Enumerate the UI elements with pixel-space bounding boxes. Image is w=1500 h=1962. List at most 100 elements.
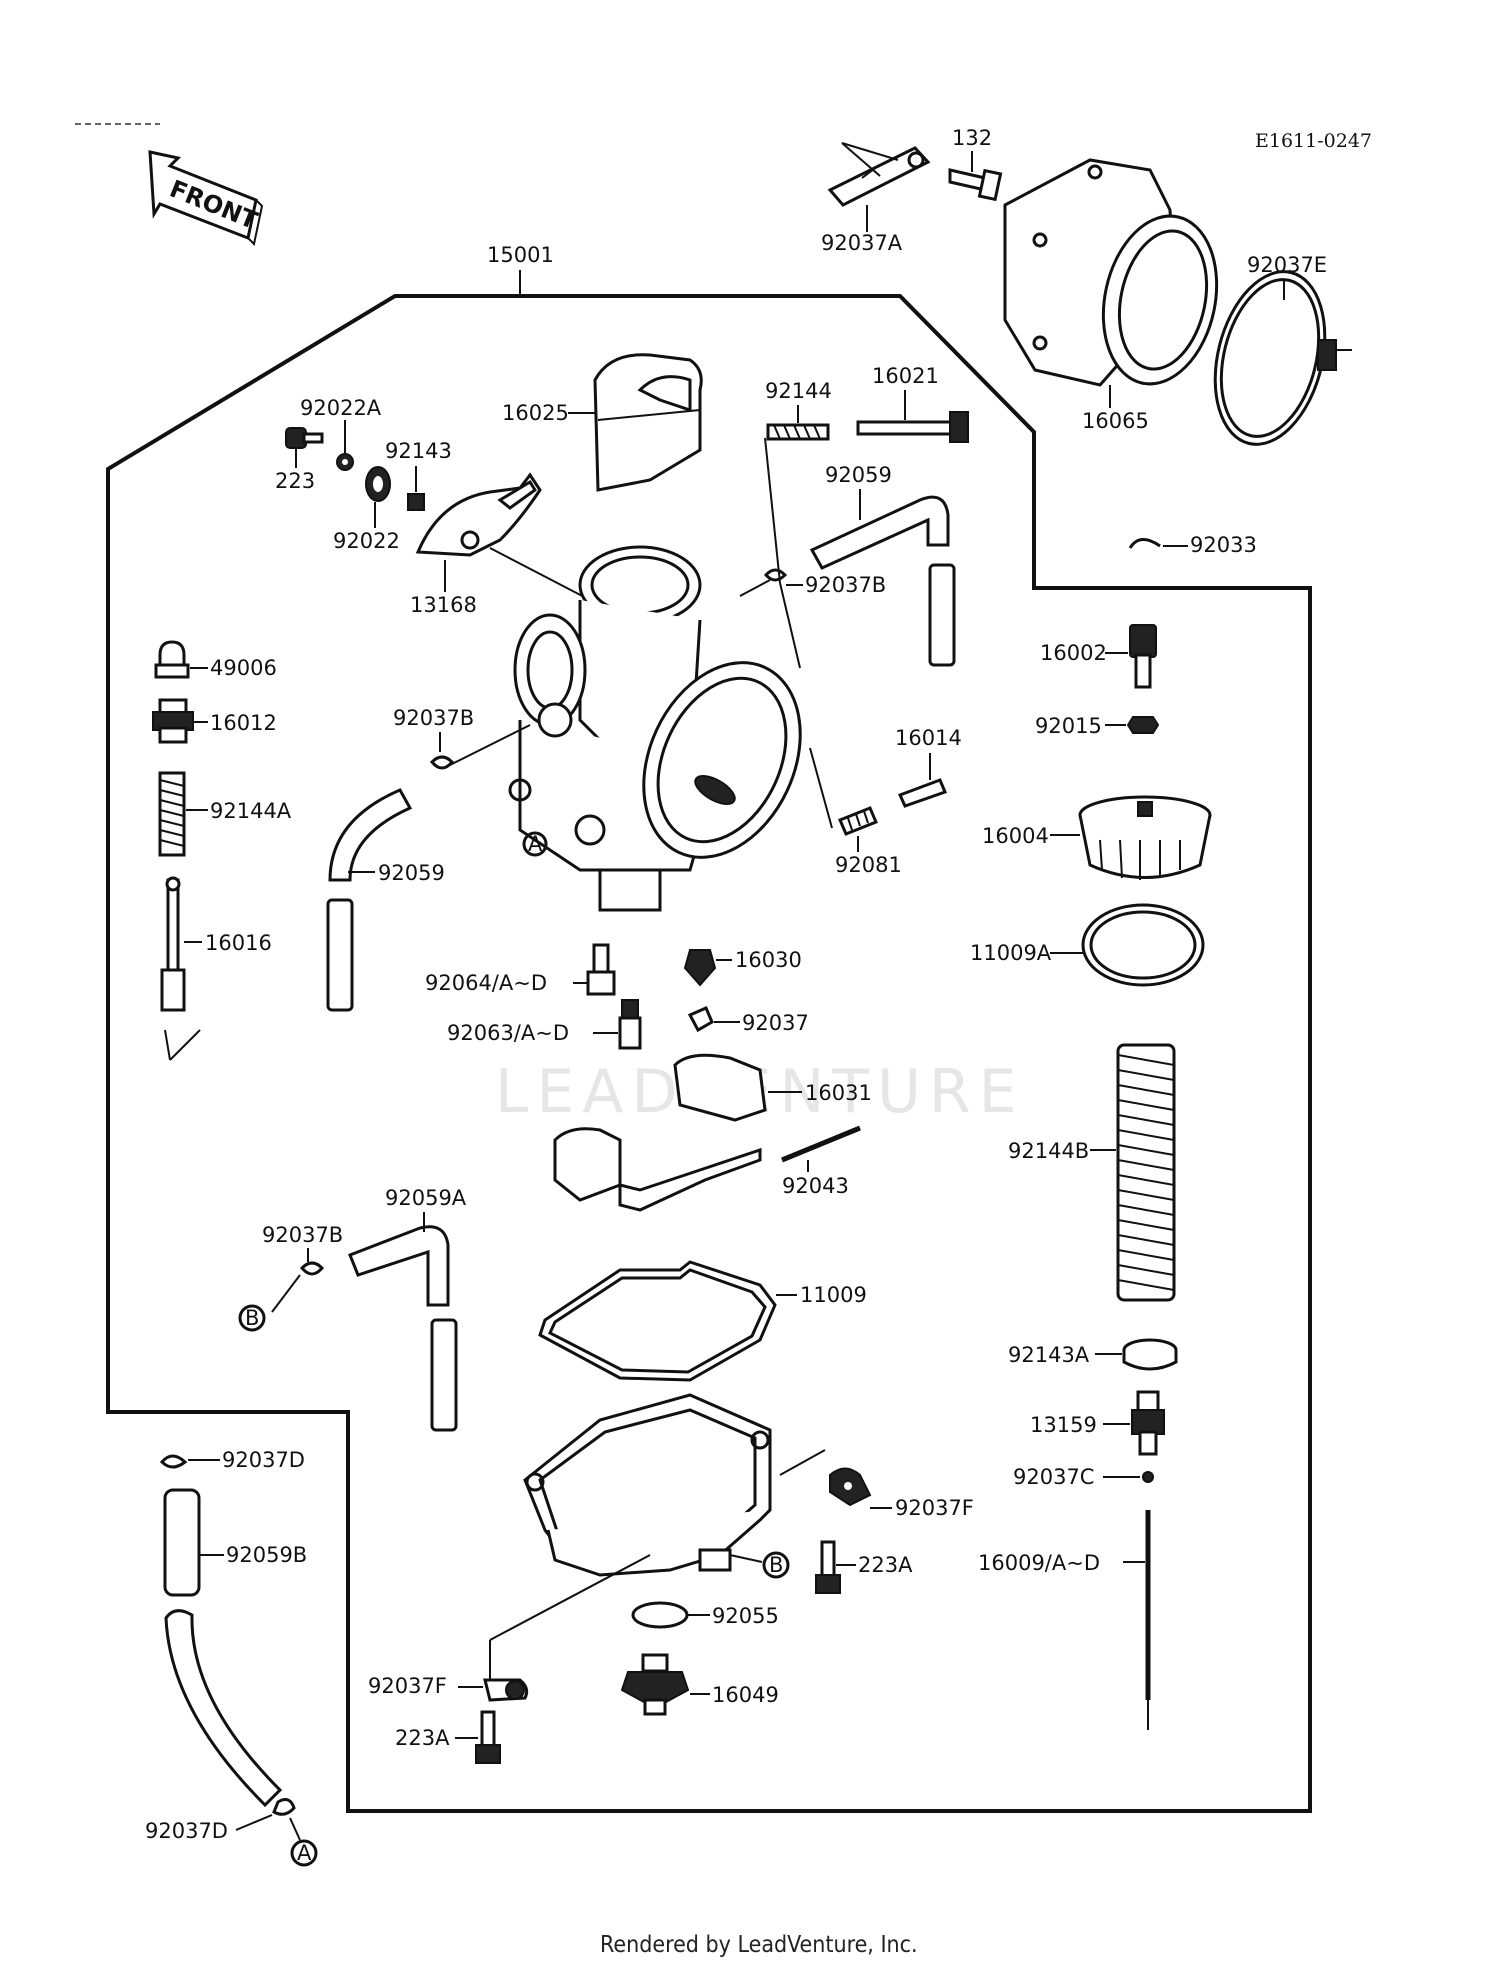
clip-92037d-bottom: [272, 1798, 296, 1816]
callout-92037e: 92037E: [1247, 253, 1327, 277]
callout-16065: 16065: [1082, 409, 1149, 433]
callout-16009: 16009/A∼D: [978, 1551, 1100, 1575]
spring-92144a: [158, 771, 186, 857]
callout-92037b-top: 92037B: [805, 573, 886, 597]
ref-marker-b-left: [238, 1304, 266, 1332]
clip-92037d-top: [159, 1454, 188, 1469]
spring-92144b: [1116, 1043, 1176, 1302]
callout-223a-1: 223A: [858, 1553, 913, 1577]
screw-16002: [1129, 624, 1157, 689]
assembly-frame: [106, 294, 1312, 1813]
o-ring-92055: [631, 1601, 689, 1629]
screw-16014: [897, 778, 947, 808]
callout-92081: 92081: [835, 853, 902, 877]
clip-92037f-left: [483, 1678, 529, 1702]
hose-lower-left: [164, 1609, 283, 1808]
callout-16025: 16025: [502, 401, 569, 425]
callout-11009a: 11009A: [970, 941, 1052, 965]
callout-92144: 92144: [765, 379, 832, 403]
callout-16002: 16002: [1040, 641, 1107, 665]
ref-marker-b-right-label: B: [769, 1553, 783, 1577]
callout-92037f-1: 92037F: [895, 1496, 974, 1520]
callout-13168: 13168: [410, 593, 477, 617]
front-arrow-icon: FRONT: [148, 150, 264, 247]
ring-11009a: [1081, 903, 1205, 987]
jet-92063: [618, 999, 642, 1050]
hose-92059-top: [809, 495, 956, 667]
callout-92059-top: 92059: [825, 463, 892, 487]
collar-92143: [407, 493, 425, 511]
clip-92037a: [827, 146, 931, 207]
cap-92143a: [1122, 1338, 1178, 1371]
gasket-11009: [538, 1260, 777, 1382]
holder-13159: [1131, 1390, 1165, 1456]
lever-13168: [415, 472, 542, 557]
callout-92022a: 92022A: [300, 396, 382, 420]
callout-16012: 16012: [210, 711, 277, 735]
clip-92037c: [1142, 1471, 1154, 1483]
top-cover-16025: [593, 353, 703, 492]
screw-16021: [856, 411, 969, 443]
drain-plug-16049: [620, 1653, 690, 1716]
callout-92143: 92143: [385, 439, 452, 463]
callout-13159: 13159: [1030, 1413, 1097, 1437]
cap-49006: [154, 640, 190, 679]
callout-16031: 16031: [805, 1081, 872, 1105]
callout-92063: 92063/A∼D: [447, 1021, 569, 1045]
spring-92144: [766, 423, 830, 441]
callout-92037d-bottom: 92037D: [145, 1819, 228, 1843]
callout-11009: 11009: [800, 1283, 867, 1307]
seal-92022: [365, 466, 391, 502]
ref-marker-a-bottom-label: A: [297, 1841, 312, 1865]
needle-valve-16030: [683, 949, 717, 987]
footer-credit: Rendered by LeadVenture, Inc.: [600, 1932, 918, 1958]
ref-marker-a-body-label: A: [528, 832, 543, 856]
callout-92055: 92055: [712, 1604, 779, 1628]
callout-92144a: 92144A: [210, 799, 292, 823]
ref-marker-b-left-label: B: [245, 1306, 259, 1330]
clip-92037: [687, 1006, 714, 1033]
ref-marker-a-body: [522, 831, 548, 857]
callout-223: 223: [275, 469, 315, 493]
clip-92037b-top: [763, 568, 788, 582]
callout-92033: 92033: [1190, 533, 1257, 557]
bolt-223a-left: [475, 1710, 501, 1764]
callout-16014: 16014: [895, 726, 962, 750]
callout-92144b: 92144B: [1008, 1139, 1089, 1163]
callout-92022: 92022: [333, 529, 400, 553]
float-bowl: [523, 1393, 772, 1577]
callout-92037a: 92037A: [821, 231, 903, 255]
callout-16004: 16004: [982, 824, 1049, 848]
circlip-92033: [1128, 538, 1161, 549]
nut-16012: [152, 698, 194, 744]
carburetor-body: [508, 545, 802, 912]
bolt-132: [948, 168, 1003, 202]
clip-92037b-mid: [429, 755, 455, 770]
callout-92037d-top: 92037D: [222, 1448, 305, 1472]
diagram-code: E1611-0247: [1255, 130, 1372, 152]
callout-16030: 16030: [735, 948, 802, 972]
hose-92059-left: [326, 788, 413, 1012]
callout-92059a: 92059A: [385, 1186, 467, 1210]
hose-92059b: [163, 1488, 201, 1597]
intake-boot-16065: [1003, 158, 1219, 387]
ref-marker-a-bottom: [290, 1839, 318, 1867]
callout-92059b: 92059B: [226, 1543, 307, 1567]
callout-92143a: 92143A: [1008, 1343, 1090, 1367]
clip-92037f-right: [829, 1467, 872, 1507]
bolt-223: [285, 427, 324, 449]
top-cap-16004: [1078, 795, 1212, 880]
hose-92059a: [348, 1225, 458, 1432]
callout-92037c: 92037C: [1013, 1465, 1094, 1489]
jet-92064: [586, 943, 616, 996]
nut-92015: [1126, 716, 1160, 734]
callout-92037b-mid: 92037B: [393, 706, 474, 730]
throttle-valve-16016: [160, 876, 186, 1012]
callout-92037f-2: 92037F: [368, 1674, 447, 1698]
callout-92064: 92064/A∼D: [425, 971, 547, 995]
washer-92022a: [336, 453, 354, 471]
clip-92037b-left: [299, 1261, 325, 1276]
band-clamp-92037e: [1213, 270, 1352, 446]
